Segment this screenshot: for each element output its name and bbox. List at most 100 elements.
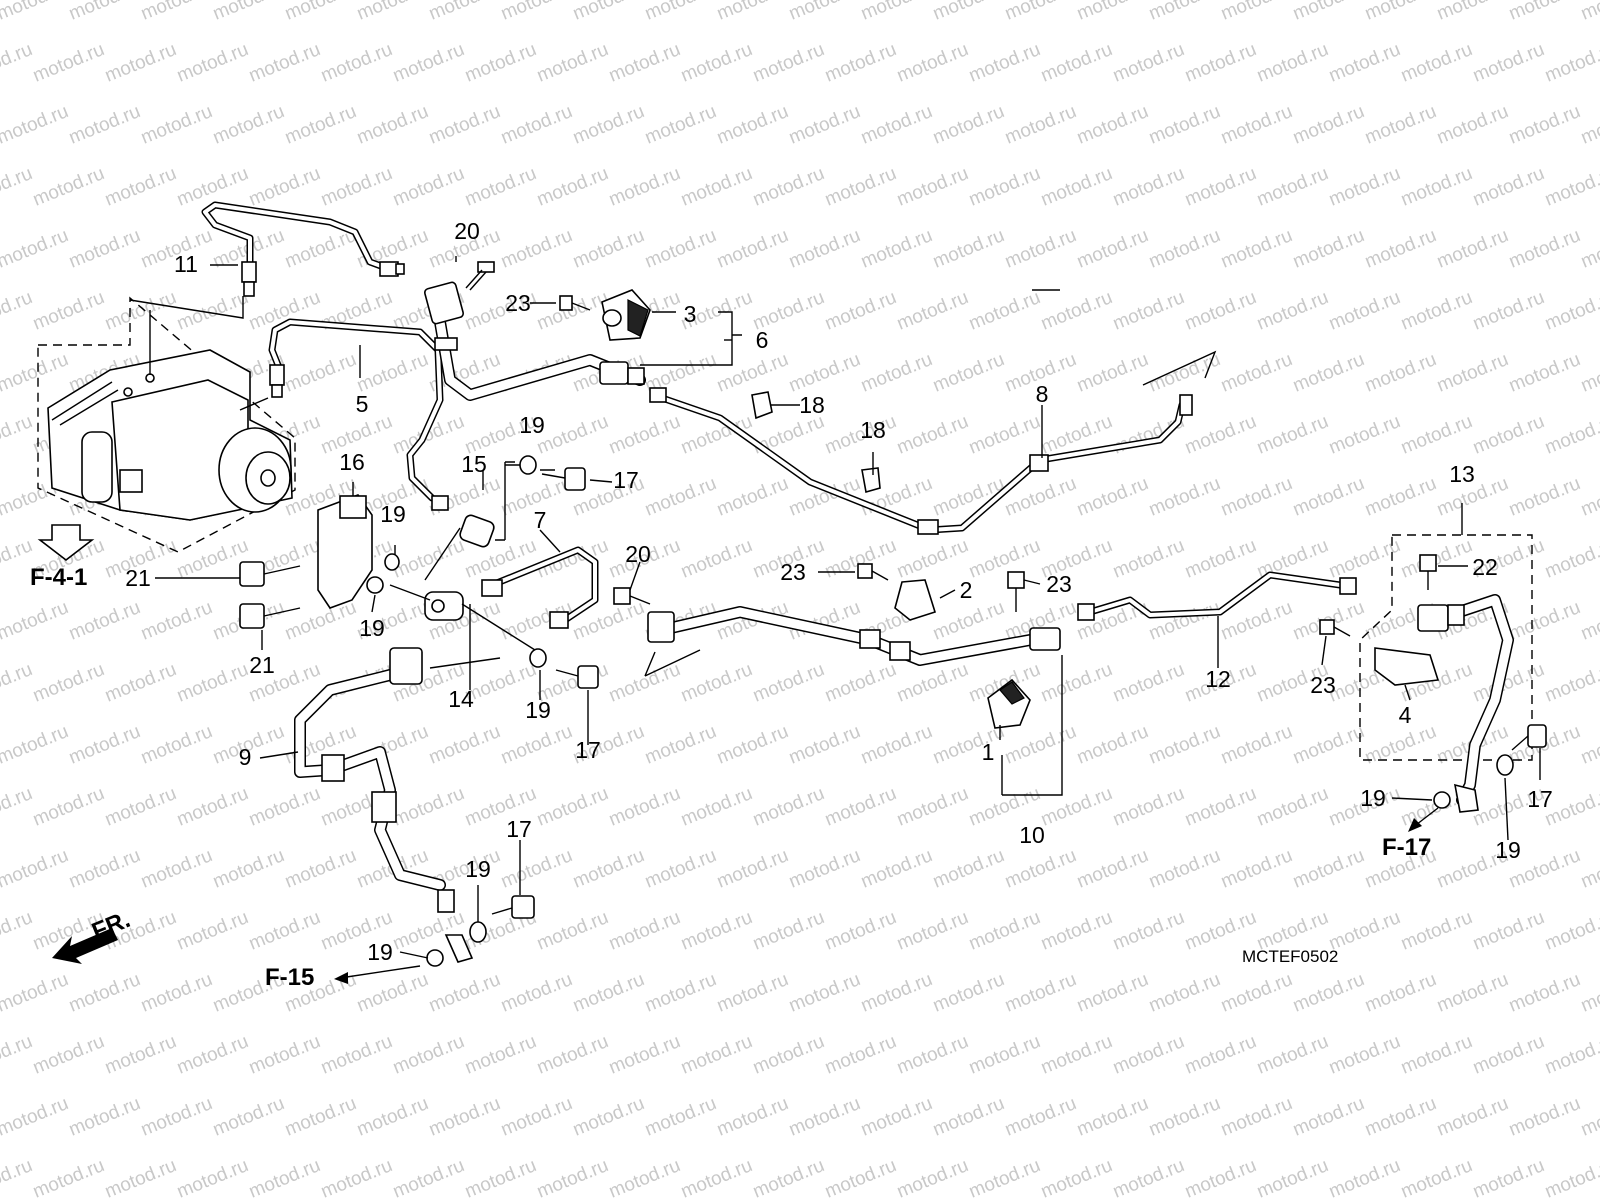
watermark-text: motod.ru (1578, 101, 1600, 149)
watermark-text: motod.ru (1002, 1093, 1079, 1141)
callout-23-a: 23 (505, 290, 531, 316)
bracket-1 (987, 678, 1031, 729)
watermark-text: motod.ru (0, 39, 35, 87)
callout-14: 14 (448, 686, 474, 712)
watermark-text: motod.ru (714, 721, 791, 769)
watermark-text: motod.ru (570, 969, 647, 1017)
watermark-text: motod.ru (1362, 473, 1439, 521)
joint-16 (317, 494, 373, 609)
watermark-text: motod.ru (966, 39, 1043, 87)
washer-19-c (519, 455, 537, 475)
watermark-text: motod.ru (534, 783, 611, 831)
front-direction-arrow-icon (52, 928, 118, 964)
watermark-text: motod.ru (1218, 473, 1295, 521)
watermark-text: motod.ru (930, 225, 1007, 273)
watermark-text: motod.ru (1182, 783, 1259, 831)
callout-1: 1 (982, 739, 995, 765)
watermark-text: motod.ru (1362, 969, 1439, 1017)
watermark-text: motod.ru (246, 907, 323, 955)
watermark-text: motod.ru (1326, 39, 1403, 87)
watermark-text: motod.ru (786, 721, 863, 769)
watermark-text: motod.ru (1110, 1155, 1187, 1200)
watermark-text: motod.ru (894, 1155, 971, 1200)
callout-18-b: 18 (860, 417, 886, 443)
watermark-text: motod.ru (1326, 1155, 1403, 1200)
watermark-text: motod.ru (30, 1155, 107, 1200)
watermark-text: motod.ru (246, 783, 323, 831)
watermark-text: motod.ru (534, 1155, 611, 1200)
brake-hose-9 (294, 647, 474, 963)
watermark-text: motod.ru (1110, 535, 1187, 583)
watermark-text: motod.ru (786, 845, 863, 893)
watermark-text: motod.ru (606, 39, 683, 87)
callout-19-g: 19 (1360, 785, 1386, 811)
watermark-text: motod.ru (966, 287, 1043, 335)
watermark-text: motod.ru (498, 0, 575, 25)
bolt-22 (1419, 554, 1437, 590)
watermark-text: motod.ru (66, 225, 143, 273)
watermark-text: motod.ru (1074, 349, 1151, 397)
watermark-text: motod.ru (426, 721, 503, 769)
watermark-text: motod.ru (1578, 969, 1600, 1017)
watermark-text: motod.ru (678, 1031, 755, 1079)
f-15-arrow-icon (334, 965, 421, 984)
watermark-text: motod.ru (0, 597, 71, 645)
watermark-text: motod.ru (390, 163, 467, 211)
watermark-text: motod.ru (606, 163, 683, 211)
watermark-text: motod.ru (1074, 473, 1151, 521)
watermark-text: motod.ru (606, 907, 683, 955)
watermark-text: motod.ru (1290, 721, 1367, 769)
callout-19-e: 19 (465, 856, 491, 882)
watermark-text: motod.ru (1506, 0, 1583, 25)
watermark-text: motod.ru (174, 783, 251, 831)
watermark-text: motod.ru (0, 721, 71, 769)
watermark-text: motod.ru (498, 721, 575, 769)
watermark-text: motod.ru (1434, 1093, 1511, 1141)
watermark-text: motod.ru (1290, 225, 1367, 273)
watermark-text: motod.ru (1362, 721, 1439, 769)
watermark-text: motod.ru (1038, 783, 1115, 831)
callout-6: 6 (756, 327, 769, 353)
f-17-arrow-icon (1408, 807, 1439, 832)
watermark-text: motod.ru (678, 163, 755, 211)
watermark-text: motod.ru (1326, 163, 1403, 211)
watermark-text: motod.ru (1542, 163, 1600, 211)
watermark-text: motod.ru (858, 349, 935, 397)
watermark-text: motod.ru (750, 659, 827, 707)
callout-13: 13 (1449, 461, 1475, 487)
watermark-text: motod.ru (822, 1155, 899, 1200)
watermark-text: motod.ru (1290, 845, 1367, 893)
watermark-text: motod.ru (966, 163, 1043, 211)
watermark-text: motod.ru (1542, 1031, 1600, 1079)
watermark-text: motod.ru (534, 1031, 611, 1079)
watermark-text: motod.ru (894, 783, 971, 831)
bolt-23-right (1319, 619, 1351, 637)
watermark-text: motod.ru (498, 101, 575, 149)
watermark-text: motod.ru (750, 39, 827, 87)
watermark-text: motod.ru (858, 1093, 935, 1141)
watermark-text: motod.ru (1506, 1093, 1583, 1141)
abs-modulator (37, 296, 296, 553)
watermark-text: motod.ru (1542, 535, 1600, 583)
watermark-text: motod.ru (498, 225, 575, 273)
watermark-text: motod.ru (1038, 659, 1115, 707)
watermark-text: motod.ru (498, 845, 575, 893)
watermark-text: motod.ru (462, 1155, 539, 1200)
washer-19-g (1496, 754, 1514, 776)
callout-19-h: 19 (1495, 837, 1521, 863)
watermark-text: motod.ru (750, 163, 827, 211)
watermark-text: motod.ru (0, 349, 71, 397)
callout-8: 8 (1036, 381, 1049, 407)
watermark-text: motod.ru (1146, 969, 1223, 1017)
watermark-text: motod.ru (1434, 0, 1511, 25)
watermark-text: motod.ru (1218, 721, 1295, 769)
watermark-text: motod.ru (822, 783, 899, 831)
watermark-text: motod.ru (498, 969, 575, 1017)
callout-10: 10 (1019, 822, 1045, 848)
watermark-text: motod.ru (66, 1093, 143, 1141)
watermark-text: motod.ru (894, 411, 971, 459)
watermark-text: motod.ru (138, 721, 215, 769)
watermark-text: motod.ru (894, 659, 971, 707)
watermark-text: motod.ru (174, 1031, 251, 1079)
watermark-text: motod.ru (534, 907, 611, 955)
